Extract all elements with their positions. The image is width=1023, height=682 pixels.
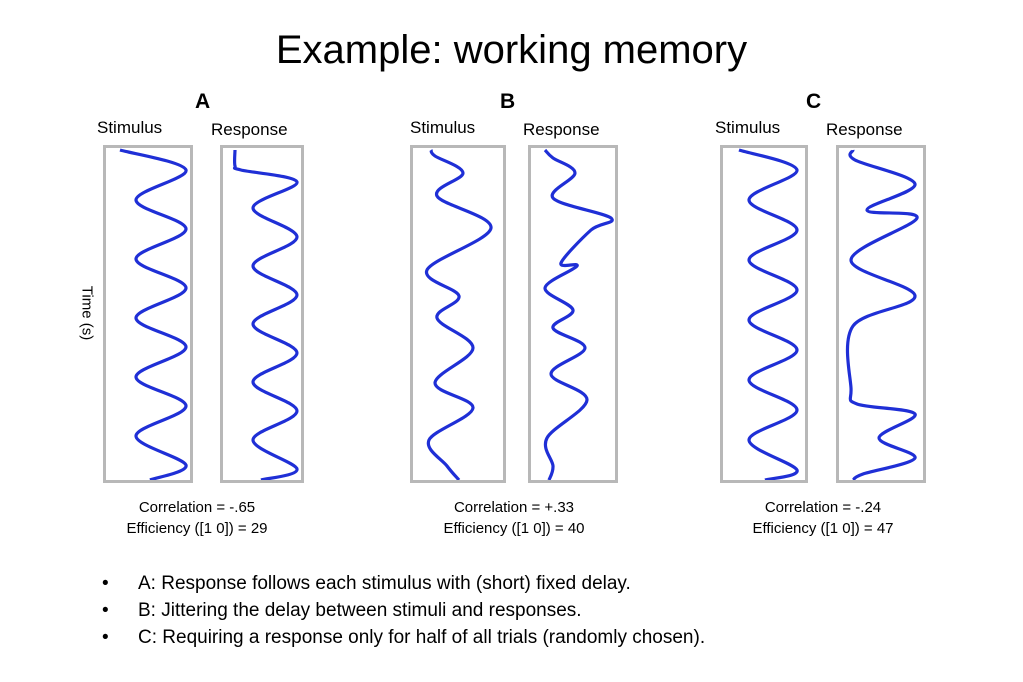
bullet-glyph: • bbox=[102, 627, 109, 648]
panel-c-stimulus-trace bbox=[738, 148, 799, 480]
panel-a-response-trace bbox=[232, 149, 299, 480]
panel-a-correlation: Correlation = -.65 bbox=[138, 499, 256, 516]
panel-c-correlation: Correlation = -.24 bbox=[764, 499, 882, 516]
bullet-text: A: Response follows each stimulus with (… bbox=[138, 573, 631, 594]
panel-b-correlation: Correlation = +.33 bbox=[453, 499, 575, 516]
bullet-list: • A: Response follows each stimulus with … bbox=[96, 570, 705, 651]
panel-a-response-box bbox=[220, 145, 304, 483]
panel-a-response-label: Response bbox=[211, 120, 288, 139]
bullet-text: C: Requiring a response only for half of… bbox=[138, 627, 706, 648]
panel-b-response-box bbox=[528, 145, 618, 483]
panel-b-stimulus-trace bbox=[425, 149, 493, 480]
panel-b-stimulus-box bbox=[410, 145, 506, 483]
panel-a-stats: Correlation = -.65 Efficiency ([1 0]) = … bbox=[77, 497, 317, 539]
panel-c-efficiency: Efficiency ([1 0]) = 47 bbox=[752, 520, 894, 537]
panel-b-stimulus-label: Stimulus bbox=[410, 118, 476, 137]
panel-a-letter: A bbox=[195, 90, 211, 113]
panel-a-efficiency: Efficiency ([1 0]) = 29 bbox=[126, 520, 268, 537]
panel-a-stimulus-box bbox=[103, 145, 193, 483]
panel-b-letter: B bbox=[500, 90, 516, 113]
bullet-text: B: Jittering the delay between stimuli a… bbox=[138, 600, 582, 621]
panel-c-letter: C bbox=[806, 90, 822, 113]
bullet-item: • C: Requiring a response only for half o… bbox=[96, 624, 705, 651]
panel-b-response-label: Response bbox=[523, 120, 600, 139]
panel-c-response-box bbox=[836, 145, 926, 483]
bullet-item: • A: Response follows each stimulus with … bbox=[96, 570, 705, 597]
panel-b-response-trace bbox=[543, 148, 614, 480]
panel-c-stats: Correlation = -.24 Efficiency ([1 0]) = … bbox=[703, 497, 943, 539]
time-axis-label: Time (s) bbox=[78, 285, 96, 341]
bullet-glyph: • bbox=[102, 573, 109, 594]
panel-c-response-label: Response bbox=[826, 120, 903, 139]
panel-a-stimulus-trace bbox=[119, 148, 188, 480]
slide-title: Example: working memory bbox=[275, 28, 748, 72]
bullet-glyph: • bbox=[102, 600, 109, 621]
panel-b-stats: Correlation = +.33 Efficiency ([1 0]) = … bbox=[394, 497, 634, 539]
panel-c-stimulus-box bbox=[720, 145, 808, 483]
panel-b-efficiency: Efficiency ([1 0]) = 40 bbox=[443, 520, 585, 537]
panel-c-response-trace bbox=[845, 149, 919, 480]
bullet-item: • B: Jittering the delay between stimuli … bbox=[96, 597, 705, 624]
panel-c-stimulus-label: Stimulus bbox=[715, 118, 781, 137]
panel-a-stimulus-label: Stimulus bbox=[97, 118, 163, 137]
